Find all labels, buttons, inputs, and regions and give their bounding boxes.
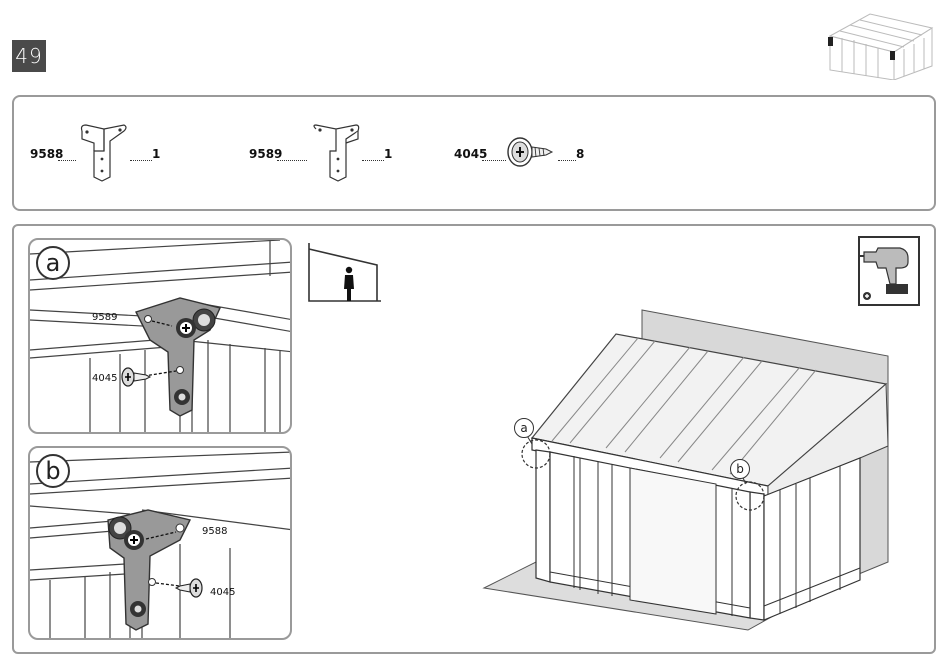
part-item: 4045 8 [444,97,644,213]
part-code: 4045 [454,147,487,161]
step-number-badge: 49 [12,40,46,72]
power-drill-icon [858,236,920,306]
greenhouse-thumbnail-icon [822,6,940,80]
parts-list-panel: 9588 1 9589 1 4045 [12,95,936,211]
lean-to-greenhouse-drawing [480,300,890,635]
part-item: 9589 1 [234,97,434,213]
part-quantity: 1 [384,147,392,161]
detail-a-drawing [30,240,292,434]
scene-marker-a: a [514,418,534,438]
detail-a-panel: a 9589 4045 [28,238,292,434]
part-code: 9589 [249,147,282,161]
callout-screw-code: 4045 [210,587,235,598]
corner-bracket-icon [308,121,364,183]
callout-bracket-code: 9589 [92,312,117,323]
corner-bracket-icon [76,121,132,183]
wall-mounted-person-icon [307,241,383,303]
step-number: 49 [15,44,42,68]
detail-b-drawing [30,448,292,640]
detail-a-label: a [36,246,70,280]
part-quantity: 1 [152,147,160,161]
scene-marker-b: b [730,459,750,479]
callout-bracket-code: 9588 [202,526,227,537]
screw-icon [506,135,556,169]
callout-screw-code: 4045 [92,373,117,384]
detail-b-panel: b 9588 4045 [28,446,292,640]
part-code: 9588 [30,147,63,161]
part-quantity: 8 [576,147,584,161]
part-item: 9588 1 [14,97,214,213]
detail-b-label: b [36,454,70,488]
